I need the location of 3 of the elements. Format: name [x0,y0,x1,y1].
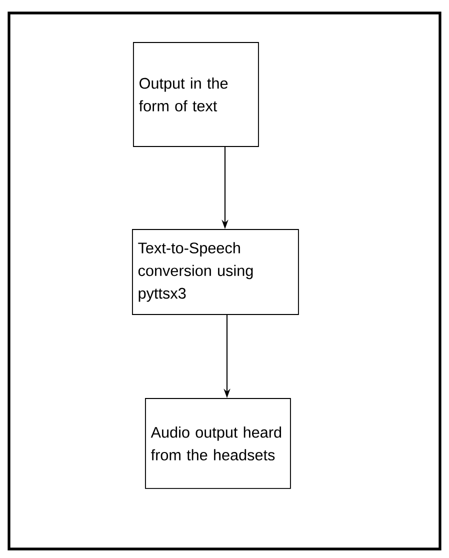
process-box: Output in the form of text [133,42,259,147]
process-box: Text-to-Speech conversion using pyttsx3 [132,229,299,315]
process-box: Audio output heard from the headsets [145,398,291,489]
